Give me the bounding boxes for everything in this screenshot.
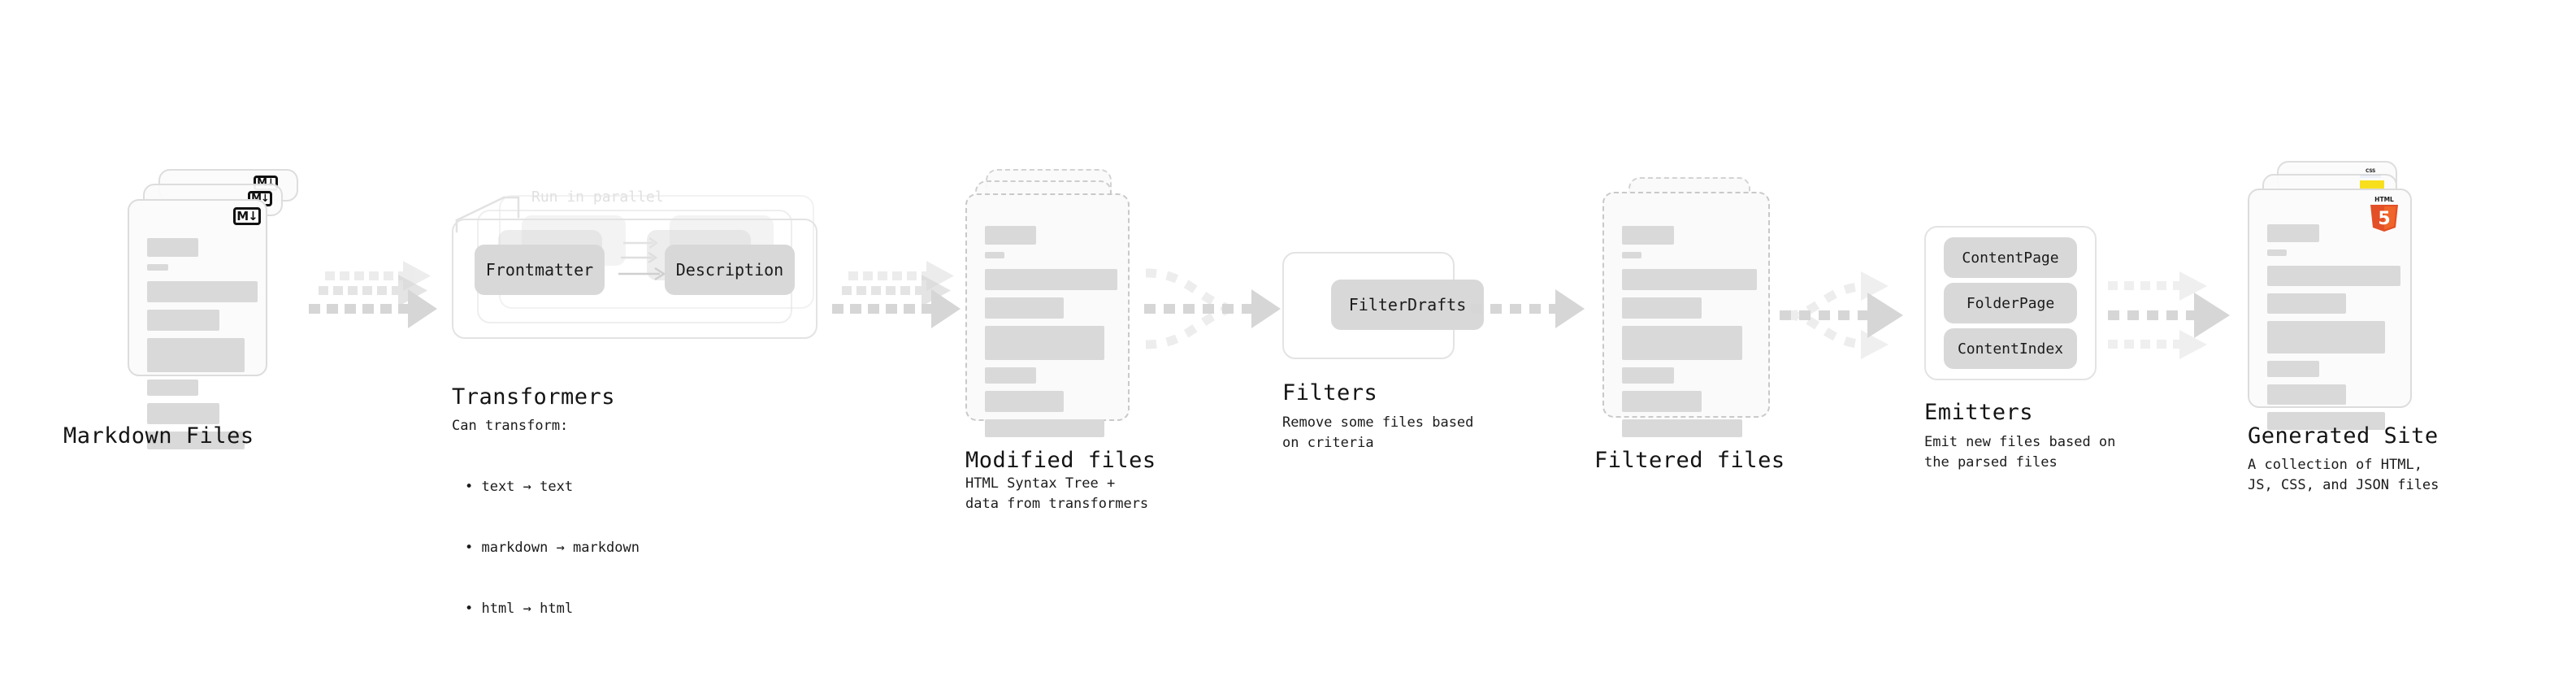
css-icon-label: CSS xyxy=(2366,168,2375,174)
stage-subtitle-emitters: Emit new files based on the parsed files xyxy=(1924,434,2116,471)
connector-transformers-to-modified xyxy=(832,261,961,328)
stage-subtitle-modified-files: HTML Syntax Tree + data from transformer… xyxy=(965,475,1149,512)
transformer-group-box-front xyxy=(452,219,817,339)
stage-title-filters: Filters xyxy=(1282,380,1378,406)
filter-pill-filterdrafts-label: FilterDrafts xyxy=(1348,295,1467,314)
svg-text:HTML: HTML xyxy=(2374,196,2394,203)
markdown-badge-text: M↓ xyxy=(236,208,258,223)
transformer-pill-frontmatter-label: Frontmatter xyxy=(485,260,594,280)
emitter-pill-contentpage: ContentPage xyxy=(1944,237,2077,278)
connector-markdown-to-transformers xyxy=(309,261,437,328)
transformers-bullet-list: • text → text • markdown → markdown • ht… xyxy=(465,436,640,660)
stage-subtitle-transformers: Can transform: xyxy=(452,418,569,434)
filtered-files-stack xyxy=(1602,177,1781,437)
markdown-file-card-front xyxy=(128,199,267,449)
markdown-icon: M↓ xyxy=(233,207,261,225)
emitter-pill-folderpage: FolderPage xyxy=(1944,283,2077,323)
filtered-file-content-lines xyxy=(1622,226,1757,445)
transformer-pill-description-label: Description xyxy=(675,260,784,280)
transformer-pill-frontmatter: Frontmatter xyxy=(475,245,605,295)
stage-title-markdown-files: Markdown Files xyxy=(63,423,254,449)
stage-title-transformers: Transformers xyxy=(452,384,616,410)
connector-filtered-to-emitters xyxy=(1780,271,1903,359)
connector-filters-to-filtered xyxy=(1471,289,1585,328)
connector-modified-to-filters xyxy=(1144,268,1281,349)
transformer-pill-description: Description xyxy=(665,245,795,295)
stage-title-emitters: Emitters xyxy=(1924,400,2034,425)
html5-icon: HTML 5 xyxy=(2370,196,2398,232)
generated-site-stack: CSS HTML 5 xyxy=(2248,161,2443,430)
filtered-file-card-front xyxy=(1602,192,1770,437)
generated-site-content-lines xyxy=(2267,224,2400,437)
run-in-parallel-label: Run in parallel xyxy=(531,189,664,206)
stage-subtitle-generated-site: A collection of HTML, JS, CSS, and JSON … xyxy=(2248,457,2439,493)
stage-subtitle-filters: Remove some files based on criteria xyxy=(1282,414,1474,451)
modified-file-card-front xyxy=(965,193,1130,437)
transformers-bullet-2: • html → html xyxy=(465,601,574,617)
stage-title-modified-files: Modified files xyxy=(965,448,1156,473)
modified-file-content-lines xyxy=(985,226,1117,445)
emitter-pill-folderpage-label: FolderPage xyxy=(1966,294,2055,312)
emitter-pill-contentindex: ContentIndex xyxy=(1944,328,2077,369)
transformer-inner-arrows xyxy=(618,236,666,281)
markdown-file-content-lines xyxy=(147,238,258,457)
emitter-pill-contentpage-label: ContentPage xyxy=(1962,249,2059,267)
filter-pill-filterdrafts: FilterDrafts xyxy=(1331,280,1484,330)
transformers-group: Run in parallel Frontmatter Descri xyxy=(452,189,826,354)
connector-emitters-to-site xyxy=(2108,271,2230,359)
stage-title-generated-site: Generated Site xyxy=(2248,423,2439,449)
modified-files-stack xyxy=(965,169,1144,437)
markdown-files-stack: M↓ M↓ M↓ xyxy=(128,169,298,449)
stage-title-filtered-files: Filtered files xyxy=(1594,448,1785,473)
transformers-bullet-0: • text → text xyxy=(465,479,574,495)
emitters-group-box xyxy=(1924,226,2097,380)
transformers-bullet-1: • markdown → markdown xyxy=(465,540,640,556)
svg-text:5: 5 xyxy=(2378,209,2390,229)
emitter-pill-contentindex-label: ContentIndex xyxy=(1957,340,2064,358)
